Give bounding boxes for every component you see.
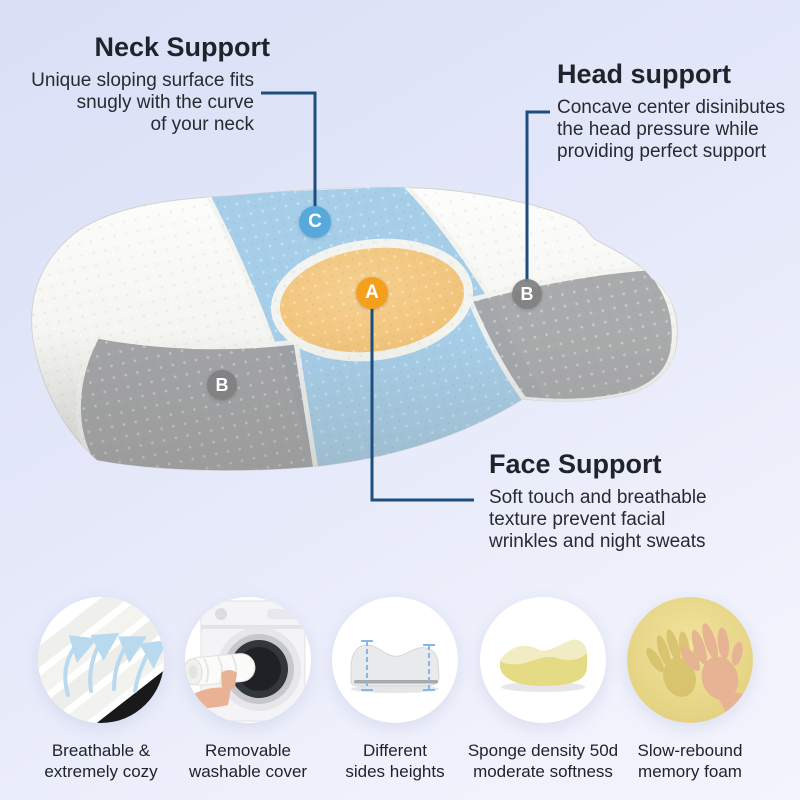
face-support-title: Face Support (489, 449, 662, 479)
feature-caption-sponge-density: Sponge density 50d moderate softness (448, 740, 638, 782)
feature-caption-slow-rebound: Slow-rebound memory foam (595, 740, 785, 782)
caption-line: washable cover (188, 762, 308, 781)
head-line-3: providing perfect support (557, 141, 767, 162)
hand-memory-foam-icon (627, 597, 753, 723)
neck-line-1: Unique sloping surface fits (31, 70, 254, 91)
foam-core-icon (500, 639, 587, 692)
face-line-1: Soft touch and breathable (489, 487, 707, 508)
neck-connector-line (261, 91, 317, 210)
face-support-callout: Face Support Soft touch and breathable t… (489, 447, 749, 553)
neck-line-3: of your neck (150, 114, 255, 135)
caption-line: sides heights (345, 762, 445, 781)
pillow-profile-icon (350, 640, 440, 693)
caption-line: Removable (205, 741, 291, 760)
caption-line: Slow-rebound (637, 741, 743, 760)
caption-line: extremely cozy (44, 762, 158, 781)
pillow-shading (31, 187, 678, 471)
head-support-callout: Head support Concave center disinibutes … (557, 57, 797, 163)
feature-side-heights-photo (332, 597, 458, 723)
zone-c-badge: C (299, 206, 331, 238)
head-line-2: the head pressure while (557, 119, 759, 140)
zone-b-left-badge: B (207, 370, 237, 400)
face-line-2: texture prevent facial (489, 509, 666, 530)
neck-support-callout: Neck Support Unique sloping surface fits… (18, 30, 270, 136)
face-connector-line (370, 306, 474, 502)
feature-sponge-density-photo (480, 597, 606, 723)
head-support-title: Head support (557, 59, 732, 89)
caption-line: Different (363, 741, 427, 760)
caption-line: moderate softness (473, 762, 613, 781)
feature-slow-rebound-photo (627, 597, 753, 723)
neck-support-title: Neck Support (94, 32, 270, 62)
caption-line: Breathable & (51, 741, 151, 760)
caption-line: Sponge density 50d (467, 741, 619, 760)
head-support-description: Concave center disinibutes the head pres… (557, 97, 797, 163)
feature-washable-photo (185, 597, 311, 723)
zone-a-badge: A (356, 277, 388, 309)
feature-caption-washable: Removable washable cover (153, 740, 343, 782)
caption-line: memory foam (638, 762, 742, 781)
fabric-airflow-icon (38, 597, 164, 723)
feature-caption-breathable: Breathable & extremely cozy (6, 740, 196, 782)
zone-b-right-badge: B (512, 279, 542, 309)
neck-line-2: snugly with the curve (76, 92, 254, 113)
feature-caption-side-heights: Different sides heights (300, 740, 490, 782)
washing-machine-icon (185, 600, 306, 722)
feature-breathable-photo (38, 597, 164, 723)
face-support-description: Soft touch and breathable texture preven… (489, 487, 749, 553)
head-line-1: Concave center disinibutes (557, 97, 786, 118)
head-connector-line (525, 110, 550, 282)
neck-support-description: Unique sloping surface fits snugly with … (18, 70, 254, 136)
face-line-3: wrinkles and night sweats (489, 531, 706, 552)
